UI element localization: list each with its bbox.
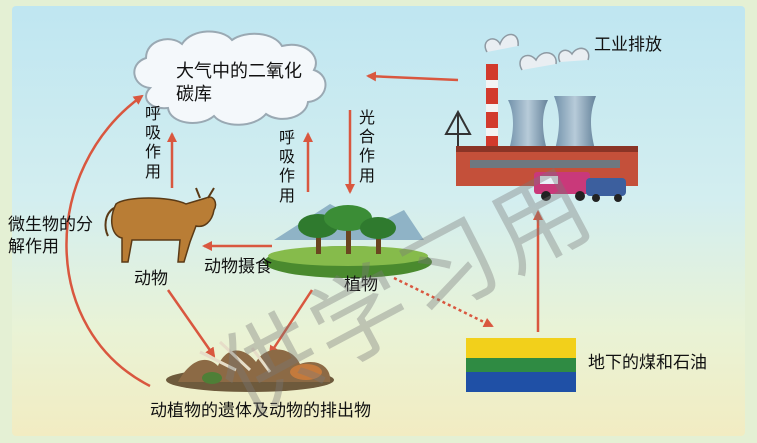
atmosphere-cloud xyxy=(133,30,327,126)
plant-illustration xyxy=(264,204,432,278)
cow-illustration xyxy=(104,187,217,263)
arrows xyxy=(65,71,543,388)
industrial-emission-label: 工业排放 xyxy=(594,35,662,55)
atmosphere-label: 大气中的二氧化碳库 xyxy=(176,61,302,106)
remains-label: 动植物的遗体及动物的排出物 xyxy=(150,401,371,421)
arrow-remains-to-fuel xyxy=(393,276,494,328)
animal-respiration-label: 呼吸作用 xyxy=(144,104,161,181)
arrow-plant-to-remains xyxy=(268,289,314,356)
fossil-fuel-layers xyxy=(466,338,576,392)
arrow-industry-to-air xyxy=(366,71,459,82)
remains-illustration xyxy=(166,340,334,392)
photosynthesis-label: 光合作用 xyxy=(358,108,375,185)
fossil-fuels-label: 地下的煤和石油 xyxy=(588,353,707,373)
factory-illustration xyxy=(444,33,638,202)
decomposition-label: 微生物的分解作用 xyxy=(8,215,93,258)
plant-respiration-label: 呼吸作用 xyxy=(278,128,295,205)
plant-label: 植物 xyxy=(344,275,378,295)
arrow-decomposition xyxy=(65,94,151,388)
arrow-animal-to-remains xyxy=(166,289,216,358)
animal-label: 动物 xyxy=(134,269,168,289)
feeding-label: 动物摄食 xyxy=(204,257,272,277)
